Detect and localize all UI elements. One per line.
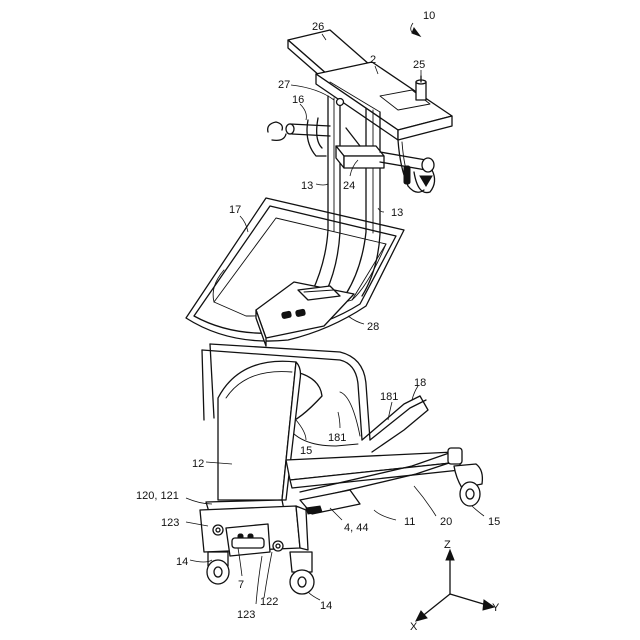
axis-z-label: Z [444, 539, 451, 551]
label-knob: 25 [413, 59, 425, 71]
base-legs [286, 452, 460, 514]
label-frame: 18 [414, 377, 426, 389]
axis-y-label: Y [492, 602, 500, 614]
label-tray: 17 [229, 204, 241, 216]
label-caster-inner: 15 [300, 445, 312, 457]
body-column [218, 361, 301, 500]
hinge [337, 99, 344, 106]
front-wheel-left [207, 552, 229, 584]
label-front-wheel-right: 14 [320, 600, 332, 612]
label-handle: 16 [292, 94, 304, 106]
label-frame-bar-upper: 181 [380, 391, 398, 403]
label-body: 12 [192, 458, 204, 470]
label-hinge: 27 [278, 79, 290, 91]
rear-caster-right [448, 448, 482, 506]
label-foot-pedal: 7 [238, 579, 244, 591]
bracket [336, 128, 384, 168]
label-unit: 120, 121 [136, 490, 179, 502]
label-base: 20 [440, 516, 452, 528]
label-column-left: 13 [301, 180, 313, 192]
label-bracket: 24 [343, 180, 355, 192]
label-base-plate: 4, 44 [344, 522, 368, 534]
axis-x-label: X [410, 621, 418, 633]
front-unit [200, 500, 308, 556]
label-front-wheel-left: 14 [176, 556, 188, 568]
handle [268, 118, 330, 156]
label-display-panel: 26 [312, 21, 324, 33]
axis-indicator [416, 550, 494, 621]
label-column-right: 13 [391, 207, 403, 219]
label-console: 2 [370, 54, 376, 66]
label-assembly: 10 [423, 10, 435, 22]
label-lower-stopper: 123 [237, 609, 255, 621]
front-wheel-right [290, 552, 314, 594]
seat-plate [256, 282, 354, 346]
label-seat-plate: 28 [367, 321, 379, 333]
label-rear-caster: 15 [488, 516, 500, 528]
label-leg: 11 [404, 516, 415, 528]
label-stopper: 123 [161, 517, 179, 529]
knob [416, 76, 426, 100]
label-pedal-axle: 122 [260, 596, 278, 608]
label-frame-bar-lower: 181 [328, 432, 346, 444]
